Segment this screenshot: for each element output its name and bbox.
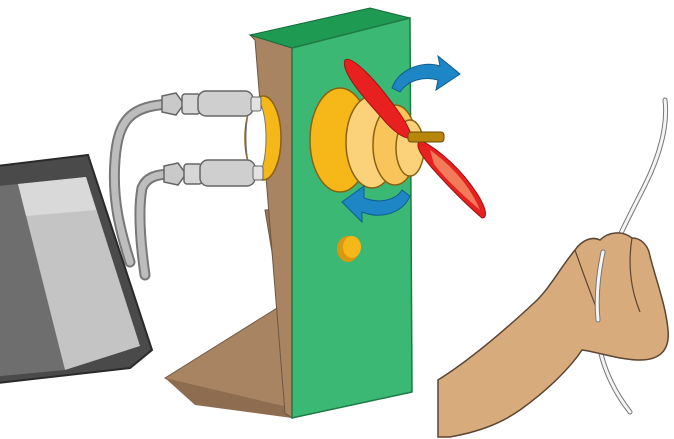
connector-top	[162, 91, 261, 116]
hand-holding-string-icon	[438, 233, 668, 437]
meter-screen-highlight	[18, 177, 96, 216]
hand	[438, 233, 668, 437]
connector-bottom	[164, 160, 263, 186]
multimeter-icon	[0, 155, 152, 385]
propeller-blade-bottom-light	[430, 150, 480, 210]
propeller-shaft	[408, 132, 444, 142]
meter-cables	[114, 104, 172, 275]
